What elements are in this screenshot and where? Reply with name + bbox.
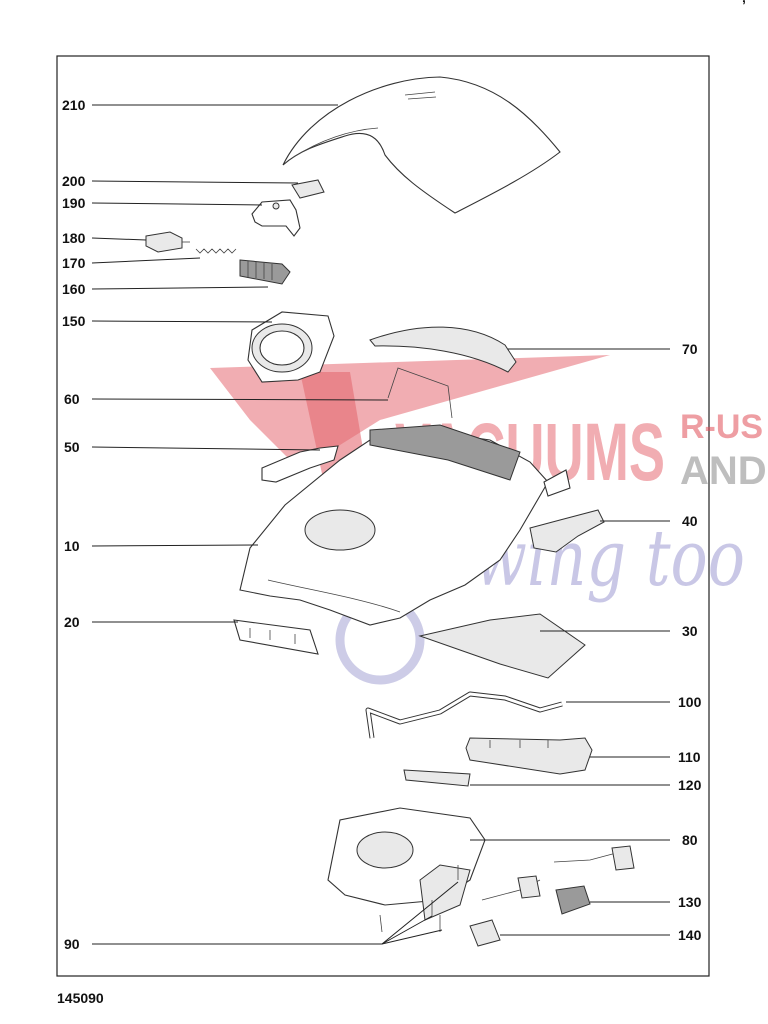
part-130-connector: [553, 845, 635, 915]
label-120: 120: [678, 777, 702, 793]
label-140: 140: [678, 927, 702, 943]
corner-mark: ʼ: [742, 0, 746, 13]
label-60: 60: [64, 391, 80, 407]
label-170: 170: [62, 255, 86, 271]
part-160-bellows: [239, 259, 291, 285]
part-120-bar: [403, 769, 471, 787]
label-200: 200: [62, 173, 86, 189]
part-190-bracket: [251, 199, 301, 237]
diagram-number: 145090: [57, 990, 104, 1006]
label-70: 70: [682, 341, 698, 357]
label-160: 160: [62, 281, 86, 297]
label-100: 100: [678, 694, 702, 710]
label-130: 130: [678, 894, 702, 910]
part-70-curved-strip: [369, 326, 517, 373]
label-210: 210: [62, 97, 86, 113]
part-200-clip: [291, 179, 325, 199]
watermark-brand-side-top: R-US: [680, 408, 763, 446]
part-40-latch: [529, 509, 605, 553]
label-150: 150: [62, 313, 86, 329]
label-20: 20: [64, 614, 80, 630]
label-30: 30: [682, 623, 698, 639]
part-210-top-cover: [282, 76, 561, 214]
label-90: 90: [64, 936, 80, 952]
part-80-base: [327, 807, 486, 921]
part-30-filter-pad: [418, 613, 586, 679]
diagram-frame: [56, 55, 710, 977]
part-60-wire: [387, 367, 453, 419]
label-180: 180: [62, 230, 86, 246]
label-80: 80: [682, 832, 698, 848]
part-50-clip: [261, 445, 339, 483]
label-50: 50: [64, 439, 80, 455]
part-110-board: [465, 737, 593, 775]
watermark-brand-side-bottom: AND: [680, 449, 767, 493]
part-170-spring: [195, 248, 237, 254]
part-180-button: [145, 231, 190, 253]
part-10-main-housing: [239, 424, 571, 626]
label-10: 10: [64, 538, 80, 554]
part-140-plug: [469, 875, 541, 947]
part-150-filter-frame: [247, 311, 335, 383]
label-110: 110: [678, 749, 701, 765]
label-40: 40: [682, 513, 698, 529]
part-labels: 210 200 190 180 170 160 150 60 50 10 20 …: [62, 97, 702, 952]
label-190: 190: [62, 195, 86, 211]
part-100-hose: [365, 691, 563, 739]
leader-lines: [91, 104, 670, 945]
part-20-bar: [233, 619, 319, 655]
